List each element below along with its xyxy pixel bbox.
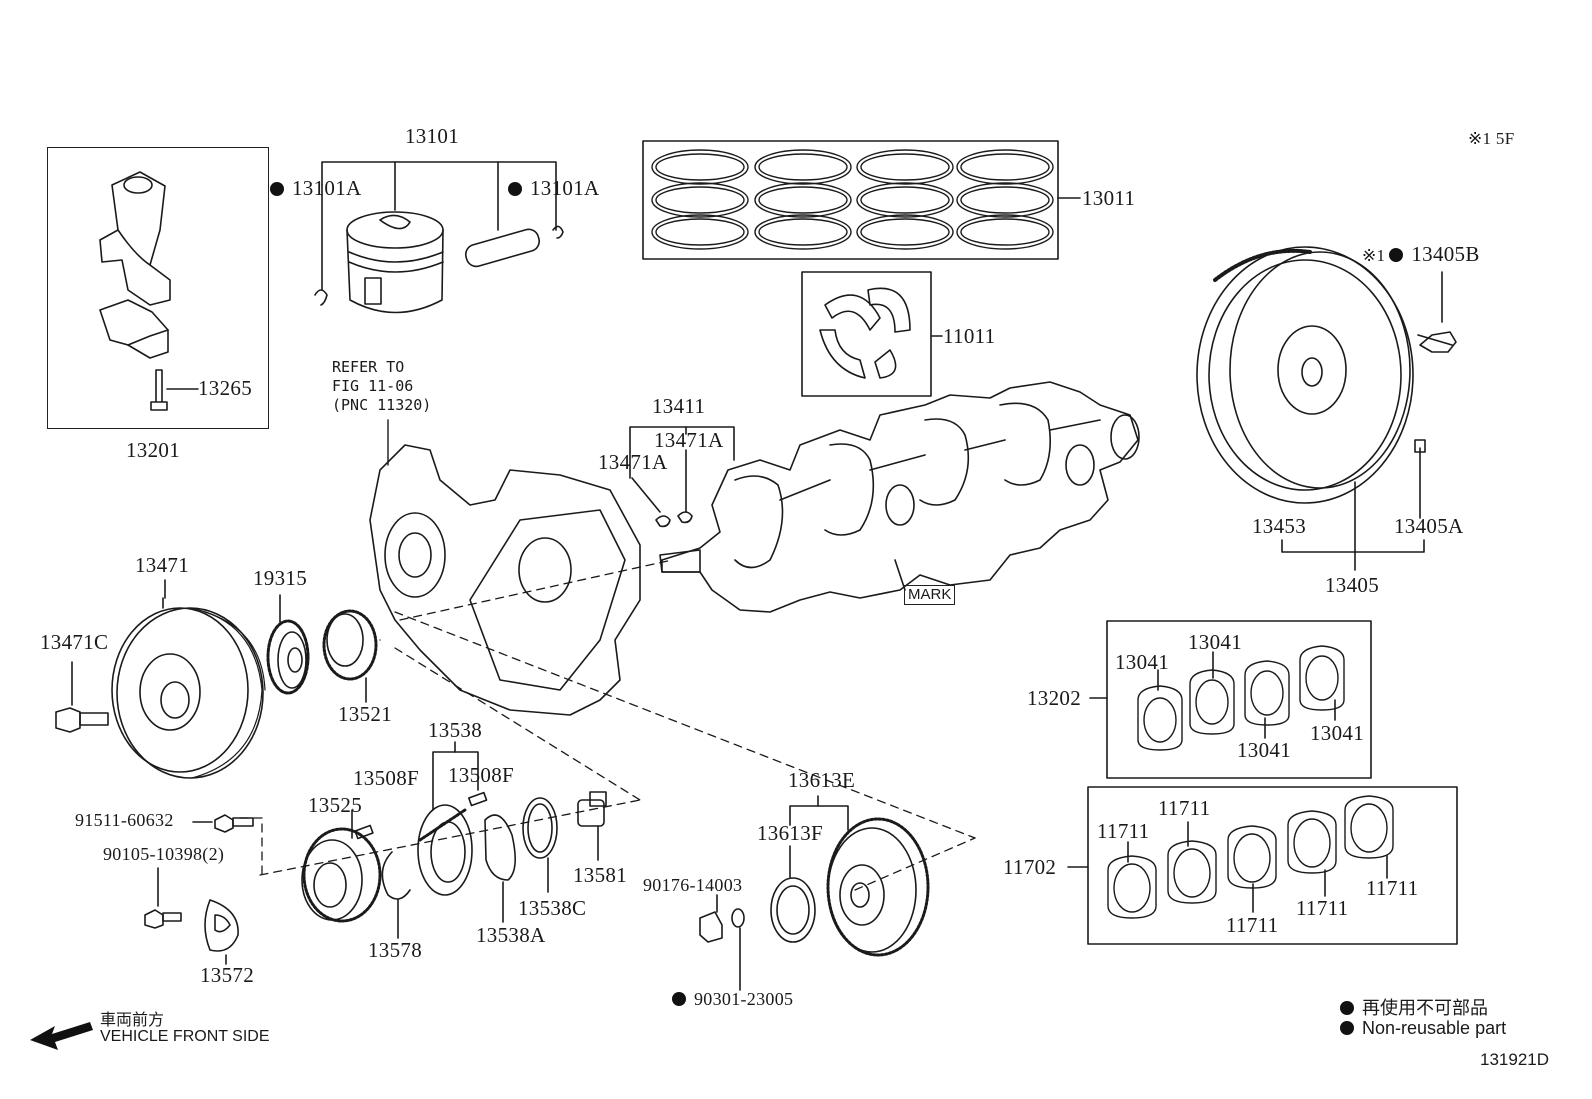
- non-reusable-dot-icon: [672, 992, 686, 1006]
- refer-line-1: REFER TO: [332, 358, 405, 376]
- label-13011[interactable]: 13011: [1082, 186, 1136, 210]
- label-90105-10398[interactable]: 90105-10398(2): [103, 844, 225, 864]
- label-13453[interactable]: 13453: [1252, 514, 1306, 538]
- thrust-washers: [801, 271, 943, 397]
- label-91511-60632[interactable]: 91511-60632: [75, 810, 174, 830]
- note-top-right: ※1 5F: [1468, 129, 1515, 148]
- label-13525[interactable]: 13525: [308, 793, 362, 817]
- label-13201[interactable]: 13201: [126, 438, 180, 462]
- flywheel: [1196, 246, 1457, 571]
- label-19315[interactable]: 19315: [253, 566, 307, 590]
- pulley-bolt: [55, 661, 109, 733]
- legend-jp-text: 再使用不可部品: [1362, 998, 1488, 1019]
- bearing-boxes: [1067, 620, 1458, 945]
- note-marker: ※1: [1362, 246, 1386, 265]
- label-13405a[interactable]: 13405A: [1394, 514, 1464, 538]
- refer-note: REFER TO FIG 11-06 (PNC 11320): [332, 358, 431, 415]
- label-13521[interactable]: 13521: [338, 702, 392, 726]
- non-reusable-dot-icon: [270, 182, 284, 196]
- label-90176-14003[interactable]: 90176-14003: [643, 875, 743, 895]
- label-13508f-b[interactable]: 13508F: [448, 763, 514, 787]
- label-13578[interactable]: 13578: [368, 938, 422, 962]
- label-text: 13101A: [292, 176, 362, 200]
- label-13041-d[interactable]: 13041: [1310, 721, 1364, 745]
- label-13101a-right[interactable]: 13101A: [508, 178, 599, 199]
- connecting-rod-assembly: [99, 171, 199, 411]
- crank-pulley: [111, 579, 266, 779]
- label-11711-c[interactable]: 11711: [1226, 913, 1279, 937]
- label-13613f[interactable]: 13613F: [757, 821, 823, 845]
- label-11011[interactable]: 11011: [943, 324, 996, 348]
- bolts-lower-left: [144, 814, 254, 965]
- legend-en: Non-reusable part: [1340, 1018, 1506, 1039]
- label-text: 13405B: [1411, 242, 1480, 266]
- connecting-rod-frame: [47, 147, 269, 429]
- label-13538c[interactable]: 13538C: [518, 896, 587, 920]
- label-13471a-left[interactable]: 13471A: [598, 450, 668, 474]
- label-13471[interactable]: 13471: [135, 553, 189, 577]
- label-13041-a[interactable]: 13041: [1115, 650, 1169, 674]
- label-13613e[interactable]: 13613E: [788, 768, 856, 792]
- piston-rings: [642, 140, 1081, 260]
- timing-case: [369, 419, 641, 716]
- label-11711-d[interactable]: 11711: [1296, 896, 1349, 920]
- timing-gear: [322, 609, 378, 703]
- label-13265[interactable]: 13265: [198, 376, 252, 400]
- label-11711-b[interactable]: 11711: [1158, 796, 1211, 820]
- label-13411[interactable]: 13411: [652, 394, 706, 418]
- legend-en-text: Non-reusable part: [1362, 1018, 1507, 1038]
- label-13471a-right[interactable]: 13471A: [654, 428, 724, 452]
- label-13581[interactable]: 13581: [573, 863, 627, 887]
- non-reusable-dot-icon: [1340, 1001, 1354, 1015]
- vehicle-front-en: VEHICLE FRONT SIDE: [100, 1028, 270, 1045]
- vehicle-front-jp: 車両前方: [100, 1010, 165, 1029]
- label-13538[interactable]: 13538: [428, 718, 482, 742]
- balancer-parts: [301, 741, 607, 939]
- legend-jp: 再使用不可部品: [1340, 994, 1488, 1020]
- label-13538a[interactable]: 13538A: [476, 923, 546, 947]
- label-13202[interactable]: 13202: [1027, 686, 1081, 710]
- label-11711-a[interactable]: 11711: [1097, 819, 1150, 843]
- label-13101[interactable]: 13101: [405, 124, 459, 148]
- crank-sprocket: [266, 594, 310, 695]
- alignment-lines: [239, 559, 976, 891]
- non-reusable-dot-icon: [508, 182, 522, 196]
- balancer-gear: [699, 795, 930, 991]
- refer-line-2: FIG 11-06: [332, 377, 414, 395]
- non-reusable-dot-icon: [1340, 1021, 1354, 1035]
- label-text: 13101A: [530, 176, 600, 200]
- vehicle-front-arrow-icon: [30, 1022, 93, 1050]
- label-13471c[interactable]: 13471C: [40, 630, 109, 654]
- label-13508f-a[interactable]: 13508F: [353, 766, 419, 790]
- refer-line-3: (PNC 11320): [332, 396, 432, 414]
- non-reusable-dot-icon: [1389, 248, 1404, 262]
- label-text: 90301-23005: [694, 989, 794, 1009]
- label-13405b[interactable]: ※1 13405B: [1362, 244, 1480, 265]
- label-13405[interactable]: 13405: [1325, 573, 1379, 597]
- figure-id: 131921D: [1480, 1050, 1550, 1069]
- label-11702[interactable]: 11702: [1003, 855, 1057, 879]
- piston-assembly: [314, 161, 564, 314]
- crankshaft: [629, 381, 1140, 613]
- label-13041-b[interactable]: 13041: [1188, 630, 1242, 654]
- label-13101a-left[interactable]: 13101A: [270, 178, 361, 199]
- label-13572[interactable]: 13572: [200, 963, 254, 987]
- label-13041-c[interactable]: 13041: [1237, 738, 1291, 762]
- label-11711-e[interactable]: 11711: [1366, 876, 1419, 900]
- mark-label: MARK: [904, 585, 956, 605]
- label-90301-23005[interactable]: 90301-23005: [672, 990, 793, 1008]
